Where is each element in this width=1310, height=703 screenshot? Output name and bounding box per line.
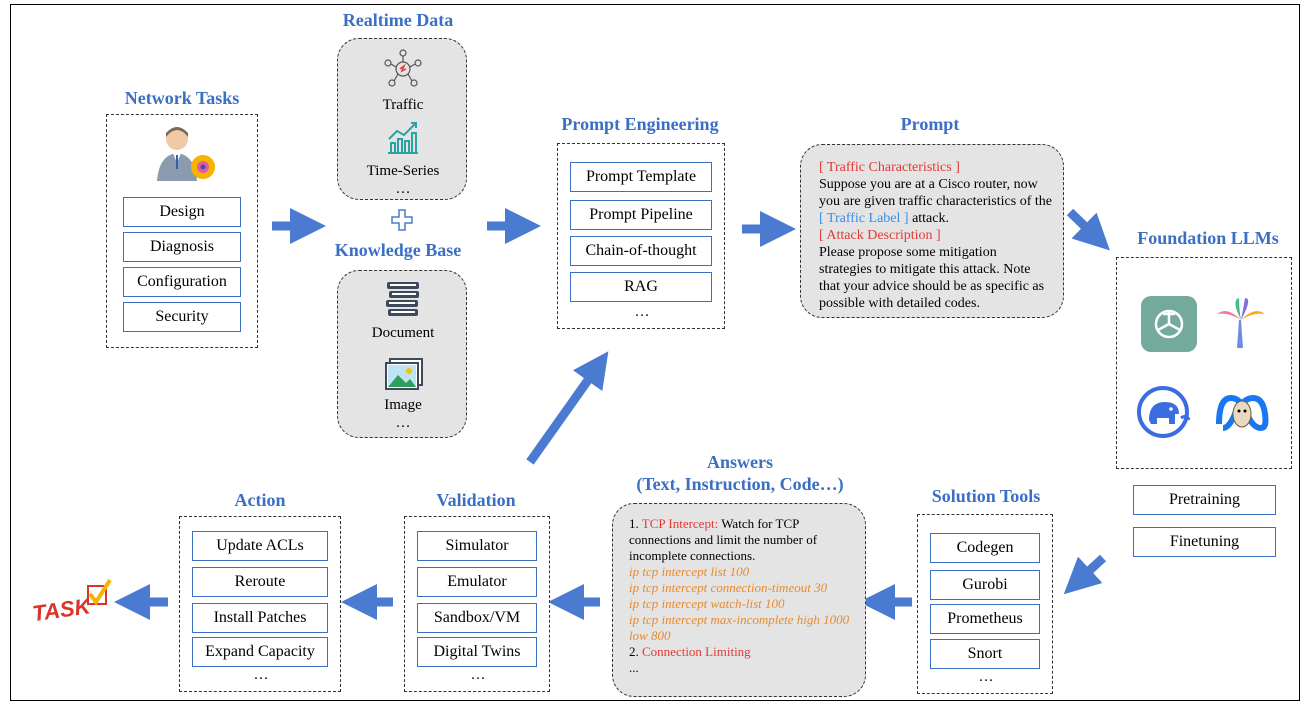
arrow-prompt-to-llms (1066, 208, 1110, 251)
action-item-expand-capacity: Expand Capacity (192, 637, 328, 667)
tool-item-codegen: Codegen (930, 533, 1040, 563)
engineer-gear-icon (151, 123, 221, 187)
knowledge-base-title: Knowledge Base (334, 240, 462, 260)
validation-title: Validation (436, 490, 516, 510)
task-item-design: Design (123, 197, 241, 227)
prompt-attack-description: [ Attack Description ] (819, 228, 941, 243)
time-series-label: Time-Series (366, 163, 440, 179)
validation-item-emulator: Emulator (417, 567, 537, 597)
answer-1-label: TCP Intercept: (641, 516, 719, 531)
prompt-engineering-panel: Prompt Template Prompt Pipeline Chain-of… (557, 143, 725, 329)
answer-code-line: ip tcp intercept max-incomplete high 100… (629, 612, 850, 643)
action-panel: Update ACLs Reroute Install Patches Expa… (179, 516, 341, 692)
answers-ellipsis: ... (629, 660, 639, 675)
validation-item-digital-twins: Digital Twins (417, 637, 537, 667)
prompt-eng-ellipsis: … (634, 304, 650, 320)
prompt-panel: [ Traffic Characteristics ] Suppose you … (800, 144, 1064, 318)
prompt-line-attack: attack. (912, 211, 949, 226)
svg-text:TASK: TASK (31, 593, 94, 622)
action-ellipsis: … (253, 667, 269, 683)
answer-1-text: Watch for TCP connections and limit the … (629, 516, 818, 563)
tool-item-prometheus: Prometheus (930, 604, 1040, 634)
task-item-diagnosis: Diagnosis (123, 232, 241, 262)
plus-icon (390, 208, 414, 232)
prompt-engineering-title: Prompt Engineering (561, 114, 719, 134)
knowledge-base-panel: Document Image … (337, 270, 467, 438)
action-item-install-patches: Install Patches (192, 603, 328, 633)
prompt-eng-item-template: Prompt Template (570, 162, 712, 192)
prompt-eng-item-rag: RAG (570, 272, 712, 302)
traffic-label: Traffic (382, 97, 424, 113)
answer-code-line: ip tcp intercept connection-timeout 30 (629, 580, 828, 595)
action-item-reroute: Reroute (192, 567, 328, 597)
traffic-icon (382, 47, 424, 91)
solution-tools-ellipsis: … (978, 669, 994, 685)
llama-meta-logo-icon (1213, 384, 1269, 440)
answer-1-num: 1. (629, 516, 639, 531)
validation-ellipsis: … (470, 667, 486, 683)
prompt-traffic-label: [ Traffic Label ] (819, 211, 909, 226)
solution-tools-panel: Codegen Gurobi Prometheus Snort … (917, 514, 1053, 694)
time-series-icon (384, 119, 422, 157)
openai-logo-icon (1141, 296, 1197, 352)
answers-title: Answers (707, 452, 773, 472)
diagram-frame (10, 4, 1300, 701)
image-label: Image (384, 397, 422, 413)
answer-2-num: 2. (629, 644, 639, 659)
network-tasks-panel: Design Diagnosis Configuration Security (106, 114, 258, 348)
answer-code-line: ip tcp intercept list 100 (629, 564, 750, 579)
task-checkmark-logo: TASK (30, 578, 112, 626)
task-item-configuration: Configuration (123, 267, 241, 297)
foundation-llms-title: Foundation LLMs (1137, 228, 1279, 248)
document-stack-icon (382, 279, 424, 319)
prompt-line-please: Please propose some mitigation strategie… (819, 245, 1045, 311)
image-icon (382, 357, 424, 393)
validation-item-simulator: Simulator (417, 531, 537, 561)
llm-finetuning: Finetuning (1133, 527, 1276, 557)
tool-item-gurobi: Gurobi (930, 570, 1040, 600)
prompt-line-suppose: Suppose you are at a Cisco router, now y… (819, 177, 1052, 209)
palm-tree-logo-icon (1213, 296, 1269, 352)
tool-item-snort: Snort (930, 639, 1040, 669)
elephant-logo-icon (1137, 384, 1193, 440)
prompt-eng-item-pipeline: Prompt Pipeline (570, 200, 712, 230)
action-title: Action (234, 490, 286, 510)
prompt-eng-item-cot: Chain-of-thought (570, 236, 712, 266)
validation-panel: Simulator Emulator Sandbox/VM Digital Tw… (404, 516, 550, 692)
llm-pretraining: Pretraining (1133, 485, 1276, 515)
action-item-update-acls: Update ACLs (192, 531, 328, 561)
prompt-traffic-characteristics: [ Traffic Characteristics ] (819, 160, 960, 175)
solution-tools-title: Solution Tools (931, 486, 1041, 506)
answer-2-label: Connection Limiting (642, 644, 751, 659)
validation-item-sandbox: Sandbox/VM (417, 603, 537, 633)
prompt-text: [ Traffic Characteristics ] Suppose you … (819, 159, 1053, 312)
answer-code-line: ip tcp intercept watch-list 100 (629, 596, 785, 611)
realtime-data-ellipsis: … (395, 181, 411, 197)
realtime-data-panel: Traffic Time-Series … (337, 38, 467, 200)
document-label: Document (371, 325, 435, 341)
answers-text: 1. TCP Intercept: Watch for TCP connecti… (629, 516, 859, 676)
knowledge-base-ellipsis: … (395, 415, 411, 431)
answers-subtitle: (Text, Instruction, Code…) (636, 474, 844, 494)
network-tasks-title: Network Tasks (124, 88, 240, 108)
arrow-validation-to-prompt-eng (526, 351, 609, 465)
arrow-llms-to-tools (1063, 554, 1107, 595)
task-item-security: Security (123, 302, 241, 332)
prompt-title: Prompt (900, 114, 960, 134)
answers-panel: 1. TCP Intercept: Watch for TCP connecti… (612, 503, 866, 697)
realtime-data-title: Realtime Data (342, 10, 454, 30)
foundation-llms-panel (1116, 257, 1292, 469)
